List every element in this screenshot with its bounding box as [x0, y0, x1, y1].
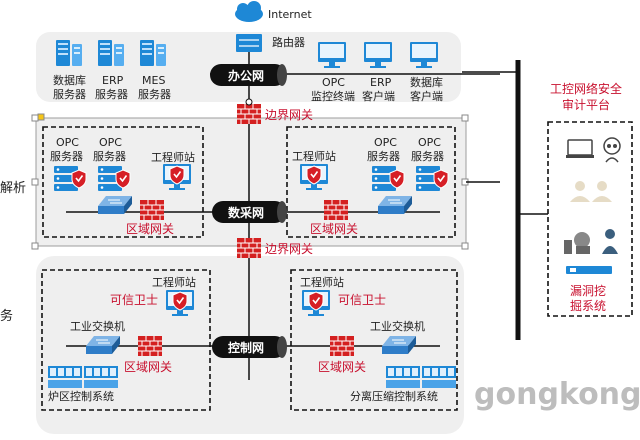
control-net-label: 控制网 — [228, 340, 264, 355]
office-client-2-l1: ERP — [370, 76, 392, 89]
mid-left-opc2-l2: 服务器 — [93, 150, 126, 163]
audit-title-line1: 工控网络安全 — [550, 81, 622, 96]
anchor-handle — [37, 113, 45, 121]
office-server-2-l2: 服务器 — [95, 88, 128, 101]
mid-right-gateway-label: 区域网关 — [310, 222, 358, 236]
office-server-1-l2: 服务器 — [53, 88, 86, 101]
mid-left-eng-shield-icon — [169, 165, 185, 185]
bottom-right-switch-label: 工业交换机 — [370, 319, 425, 333]
office-client-1-l2: 监控终端 — [311, 89, 355, 103]
mid-right-opc1-l1: OPC — [374, 136, 397, 149]
office-net-label: 办公网 — [228, 68, 264, 83]
bottom-right-dashed-box — [290, 269, 458, 411]
bottom-left-plc2-icon — [84, 366, 118, 388]
bottom-left-eng-shield-icon — [172, 291, 188, 311]
users-icon — [570, 181, 612, 202]
mid-left-opc2-l1: OPC — [99, 136, 122, 149]
mid-right-dashed-box — [286, 126, 456, 238]
bottom-right-gateway-icon — [329, 335, 355, 357]
mid-right-opc1-shield-icon — [389, 169, 405, 189]
bottom-right-gateway-label: 区域网关 — [318, 360, 366, 374]
cut-left-label-1: 解析 — [0, 181, 26, 196]
office-client-3-l2: 客户端 — [410, 89, 443, 103]
bottom-left-guard-label: 可信卫士 — [110, 293, 158, 307]
bottom-right-plc-icon — [386, 366, 420, 388]
bottom-right-guard-label: 可信卫士 — [338, 293, 386, 307]
mid-left-opc1-shield-icon — [71, 169, 87, 189]
bottom-right-eng-shield-icon — [308, 291, 324, 311]
office-server-3-l2: 服务器 — [138, 88, 171, 101]
scanner-device-icon — [566, 266, 612, 274]
mid-right-opc2-l2: 服务器 — [411, 150, 444, 163]
mid-left-opc1-l1: OPC — [56, 136, 79, 149]
audit-title-line2: 审计平台 — [562, 97, 610, 112]
bottom-right-eng-label: 工程师站 — [300, 275, 344, 289]
audit-dashed-box — [547, 121, 633, 317]
mid-left-eng-label: 工程师站 — [151, 150, 195, 164]
office-net-bus — [210, 64, 287, 86]
office-server-3-l1: MES — [142, 74, 165, 87]
bottom-left-eng-label: 工程师站 — [152, 275, 196, 289]
mid-right-gateway-icon — [323, 199, 349, 221]
boundary-dot-1 — [245, 98, 253, 106]
office-client-3-l1: 数据库 — [410, 75, 443, 89]
plant-engineer-icon — [564, 229, 618, 254]
mid-left-opc2-shield-icon — [115, 169, 131, 189]
mid-left-gateway-label: 区域网关 — [126, 222, 174, 236]
boundary-gateway-2-label: 边界网关 — [265, 242, 313, 256]
laptop-icon — [566, 139, 594, 158]
mid-right-opc2-shield-icon — [433, 169, 449, 189]
internet-label: Internet — [268, 8, 312, 21]
cut-left-label-2: 务 — [0, 308, 13, 324]
mid-left-opc1-l2: 服务器 — [50, 150, 83, 163]
mid-right-opc2-l1: OPC — [418, 136, 441, 149]
watermark-text: gongkong — [474, 377, 640, 412]
boundary-gateway-1-label: 边界网关 — [265, 108, 313, 122]
control-net-bus — [212, 336, 287, 358]
bottom-left-gateway-label: 区域网关 — [124, 360, 172, 374]
bottom-left-system-label: 炉区控制系统 — [48, 389, 114, 403]
vuln-system-line1: 漏洞挖 — [570, 283, 606, 298]
bottom-left-plc-icon — [48, 366, 82, 388]
data-net-bus — [212, 201, 287, 223]
router-label: 路由器 — [272, 35, 305, 49]
office-server-1-l1: 数据库 — [53, 73, 86, 87]
cloud-icon — [235, 1, 263, 22]
bottom-left-dashed-box — [41, 269, 211, 411]
mid-right-eng-label: 工程师站 — [292, 149, 336, 163]
data-net-label: 数采网 — [228, 205, 264, 220]
office-client-2-l2: 客户端 — [362, 89, 395, 103]
boundary-gateway-1-icon — [236, 103, 262, 125]
mid-left-gateway-icon — [139, 199, 165, 221]
office-client-1-l1: OPC — [322, 76, 345, 89]
vuln-system-line2: 掘系统 — [570, 298, 606, 313]
bottom-right-plc2-icon — [422, 366, 456, 388]
bottom-left-switch-label: 工业交换机 — [70, 319, 125, 333]
mid-right-eng-shield-icon — [306, 165, 322, 185]
bottom-right-system-label: 分离压缩控制系统 — [350, 389, 438, 403]
office-server-2-l1: ERP — [102, 74, 124, 87]
analyst-icon — [603, 137, 621, 163]
mid-right-opc1-l2: 服务器 — [367, 150, 400, 163]
bottom-left-gateway-icon — [137, 335, 163, 357]
router-icon — [236, 34, 262, 52]
boundary-gateway-2-icon — [236, 237, 262, 259]
mid-left-dashed-box — [42, 126, 204, 238]
